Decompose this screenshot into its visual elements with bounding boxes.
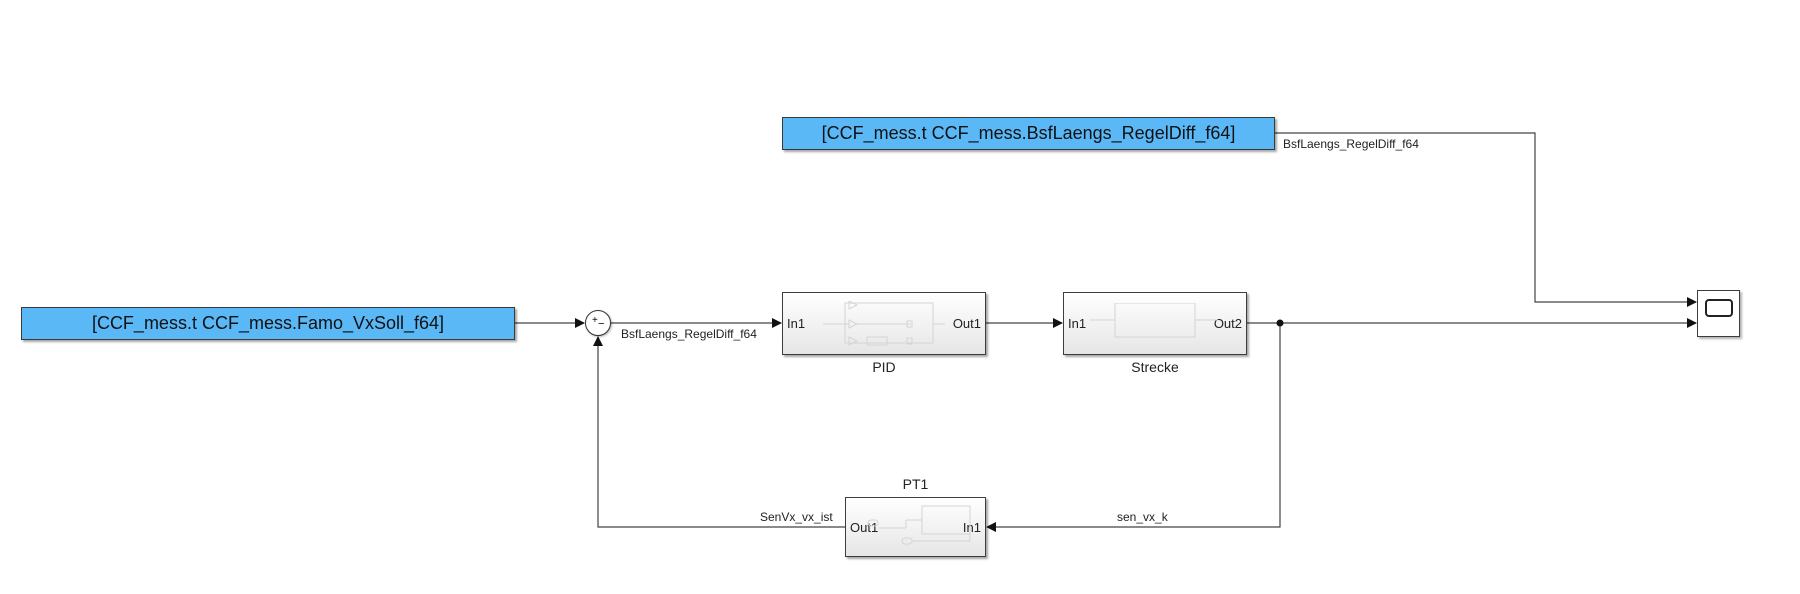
- pid-out-port: Out1: [952, 316, 981, 331]
- pt1-block-name: PT1: [902, 476, 929, 492]
- pt1-internal-icon: [867, 505, 971, 545]
- scope-icon: [1705, 299, 1733, 317]
- signal-label-senvx-ist: SenVx_vx_ist: [760, 510, 833, 524]
- pt1-in-port: In1: [962, 520, 981, 535]
- sum-plus-sign: +: [592, 315, 598, 326]
- strecke-block-name: Strecke: [1131, 359, 1179, 375]
- scope-block[interactable]: [1697, 290, 1740, 337]
- line-branch-to-pt1[interactable]: [986, 323, 1281, 532]
- signal-label-regeldiff-sum: BsfLaengs_RegelDiff_f64: [621, 327, 757, 341]
- line-regeldiff-to-scope[interactable]: [1275, 132, 1697, 307]
- branch-point: [1276, 319, 1284, 327]
- pid-internal-icon: [823, 301, 945, 346]
- strecke-block[interactable]: In1 Out2: [1063, 292, 1247, 355]
- pid-in-port: In1: [787, 316, 806, 331]
- signal-label-regeldiff-top: BsfLaengs_RegelDiff_f64: [1283, 137, 1419, 151]
- pt1-block[interactable]: Out1 In1: [845, 497, 986, 557]
- from-block-regeldiff-label: [CCF_mess.t CCF_mess.BsfLaengs_RegelDiff…: [821, 123, 1236, 143]
- strecke-out-port: Out2: [1213, 316, 1242, 331]
- sum-minus-sign: −: [598, 318, 605, 330]
- pid-block[interactable]: In1 Out1: [782, 292, 986, 355]
- from-block-vxsoll[interactable]: [CCF_mess.t CCF_mess.Famo_VxSoll_f64]: [21, 307, 515, 340]
- strecke-internal-icon: [1090, 303, 1218, 338]
- pid-block-name: PID: [872, 359, 896, 375]
- signal-label-sen-vx-k: sen_vx_k: [1117, 510, 1168, 524]
- sum-block[interactable]: + −: [585, 310, 611, 336]
- from-block-vxsoll-label: [CCF_mess.t CCF_mess.Famo_VxSoll_f64]: [91, 313, 445, 333]
- pt1-out-port: Out1: [850, 520, 879, 535]
- from-block-regeldiff[interactable]: [CCF_mess.t CCF_mess.BsfLaengs_RegelDiff…: [782, 117, 1275, 150]
- strecke-in-port: In1: [1068, 316, 1087, 331]
- line-pt1-to-sum[interactable]: [593, 336, 845, 528]
